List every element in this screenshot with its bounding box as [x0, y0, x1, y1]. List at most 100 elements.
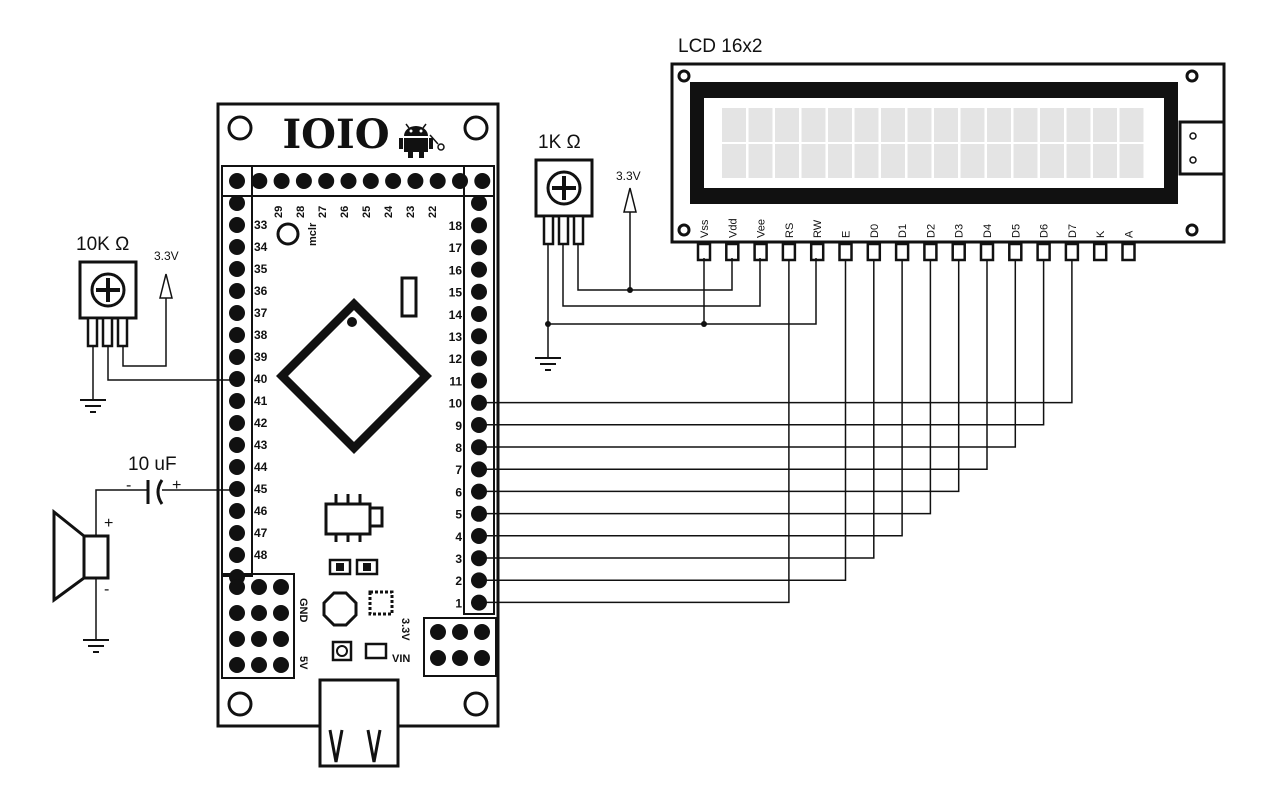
header-hole	[229, 525, 245, 541]
header-hole	[229, 217, 245, 233]
right-pin-label: 2	[455, 574, 462, 588]
header-holes	[229, 173, 491, 611]
lcd-cell	[748, 144, 773, 178]
header-hole	[407, 173, 424, 189]
power-hole	[430, 650, 446, 666]
data-wire	[479, 260, 790, 604]
top-pin-label: 28	[295, 206, 307, 218]
right-pin-label: 9	[455, 419, 462, 433]
lcd-pin-label: D4	[982, 224, 994, 238]
capacitor-plus: +	[172, 477, 181, 494]
pot-1k-supply: 3.3V	[616, 169, 641, 183]
left-pin-label: 41	[254, 394, 268, 408]
lcd-pin	[781, 242, 797, 262]
header-hole	[471, 239, 487, 256]
usb-connector	[318, 678, 400, 768]
power-hole	[273, 605, 289, 621]
lcd-cell	[881, 108, 905, 142]
left-pin-label: 45	[254, 482, 268, 496]
header-hole	[229, 459, 245, 475]
lcd-character-cells	[722, 108, 1144, 178]
speaker-minus: -	[104, 581, 109, 598]
junction-dot	[627, 287, 633, 293]
lcd-pin	[894, 242, 910, 262]
jumper-component	[400, 276, 418, 318]
capacitor-label: 10 uF	[128, 454, 177, 475]
header-hole	[295, 173, 312, 189]
smd-diode	[364, 642, 388, 660]
right-pin-label: 5	[455, 508, 462, 522]
header-hole	[229, 239, 245, 255]
lcd-cell	[854, 144, 879, 178]
lcd-cell	[1066, 108, 1091, 142]
header-hole	[471, 195, 487, 211]
left-pin-label: 43	[254, 438, 268, 452]
lcd-pin-label: D0	[869, 224, 881, 238]
lcd-cell	[1013, 144, 1038, 178]
gnd-label: GND	[297, 598, 309, 623]
lcd-cell	[1013, 108, 1038, 142]
power-hole	[430, 624, 446, 640]
lcd-pin	[809, 242, 825, 262]
right-pin-label: 10	[449, 397, 463, 411]
3v3-label: 3.3V	[399, 618, 411, 641]
right-header-frame	[463, 165, 495, 615]
header-hole	[362, 173, 379, 189]
octagon-component	[322, 591, 358, 627]
pot-10k: 10K Ω 3.3V	[76, 234, 179, 348]
header-hole	[229, 415, 245, 431]
capacitor: 10 uF - +	[126, 454, 181, 505]
power-hole	[474, 650, 490, 666]
data-wire	[479, 260, 988, 470]
header-hole	[340, 173, 357, 189]
header-hole	[452, 173, 468, 189]
top-pin-label: 29	[273, 206, 285, 218]
lcd-cell	[828, 144, 852, 178]
lcd-pin	[979, 242, 995, 262]
header-hole	[471, 217, 487, 234]
lcd-pin	[696, 242, 712, 262]
board-logo: IOIO	[282, 111, 389, 158]
power-holes	[229, 579, 490, 673]
lcd-pin-label: D5	[1010, 224, 1022, 238]
mclr-button	[276, 222, 300, 246]
top-pin-label: 26	[339, 206, 351, 218]
lcd-pin	[951, 242, 966, 262]
header-hole	[229, 547, 245, 563]
lcd-cell	[1093, 108, 1117, 142]
lcd-pin-label: D2	[925, 224, 937, 238]
header-hole	[471, 261, 487, 278]
right-pin-label: 8	[455, 441, 462, 455]
lcd-pin-label: Vss	[699, 219, 711, 238]
right-pin-label: 7	[455, 463, 462, 477]
lcd-hole	[677, 223, 691, 237]
right-pin-label: 15	[449, 286, 463, 300]
header-hole	[229, 173, 245, 189]
lcd-data-wires	[479, 260, 1073, 604]
top-pin-label: 24	[383, 205, 395, 218]
left-pin-label: 40	[254, 372, 268, 386]
power-hole	[273, 631, 289, 647]
ground-symbol	[80, 399, 106, 413]
lcd-pin	[753, 242, 768, 262]
right-pin-label: 1	[455, 596, 462, 610]
header-hole	[471, 283, 487, 300]
lcd-pin	[838, 242, 853, 262]
mounting-hole	[227, 115, 253, 141]
lcd-cell	[1040, 108, 1064, 142]
lcd-cell	[1119, 108, 1144, 142]
lcd-pin-label: D3	[954, 224, 966, 238]
lcd-cell	[854, 108, 879, 142]
header-hole	[471, 372, 487, 389]
lcd-cell	[1040, 144, 1064, 178]
lcd-cell	[1093, 144, 1117, 178]
lcd-cell	[775, 144, 799, 178]
lcd-cell	[1066, 144, 1091, 178]
lcd-pin	[1121, 242, 1136, 262]
5v-label: 5V	[297, 656, 309, 670]
